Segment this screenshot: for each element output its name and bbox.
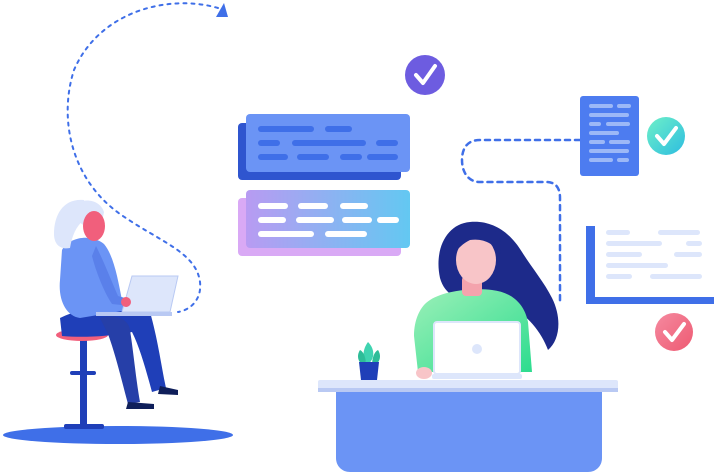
plant-icon — [358, 342, 380, 380]
check-icon — [663, 322, 686, 342]
person-left — [3, 199, 233, 444]
check-badge-top — [405, 55, 445, 95]
dashed-path-left — [66, 2, 219, 313]
message-card-gradient — [238, 190, 410, 256]
check-badge-bottom — [655, 313, 693, 351]
message-card-blue — [238, 114, 410, 180]
laptop-icon — [96, 275, 179, 316]
dashed-path-right — [460, 138, 582, 304]
laptop-icon — [432, 321, 522, 379]
check-badge-right — [647, 117, 685, 155]
desk — [318, 380, 618, 472]
stool — [56, 329, 108, 429]
person-center — [414, 221, 559, 379]
check-icon — [414, 64, 437, 85]
check-icon — [655, 126, 678, 146]
arrow-head-icon — [216, 3, 228, 17]
floor-shadow — [3, 426, 233, 444]
text-panel-right — [586, 221, 714, 304]
document-icon — [580, 96, 639, 176]
